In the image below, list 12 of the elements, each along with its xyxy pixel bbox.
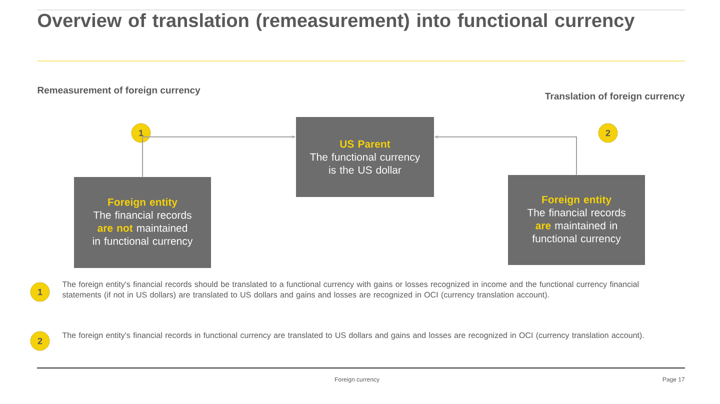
number-badge: 2 xyxy=(598,123,618,143)
entity-box: US Parent The functional currency is the US dollar xyxy=(296,117,434,197)
number-badge: 1 xyxy=(30,282,50,302)
heading-label: Remeasurement of foreign currency xyxy=(38,86,200,96)
note-text: The foreign entity's financial records should be translated to a functional currency with gains or losses recognized in income and the functional currency financial statements (if not in US dollars) are translated to US dollars and gains and losses are recognized in OCI (currency translation account). xyxy=(62,281,638,300)
entity-box: Foreign entity The financial records are maintained in functional currency xyxy=(508,175,645,265)
title: Overview of translation (remeasurement) into functional currency xyxy=(38,13,635,31)
note-text: The foreign entity's financial records in functional currency are translated to US dollars and gains and losses are recognized in OCI (currency translation account). xyxy=(62,332,644,340)
number-badge: 1 xyxy=(131,123,151,143)
entity-box: Foreign entity The financial records are not maintained in functional currency xyxy=(74,177,211,268)
heading-label: Translation of foreign currency xyxy=(545,92,685,102)
number-badge: 2 xyxy=(30,331,50,351)
